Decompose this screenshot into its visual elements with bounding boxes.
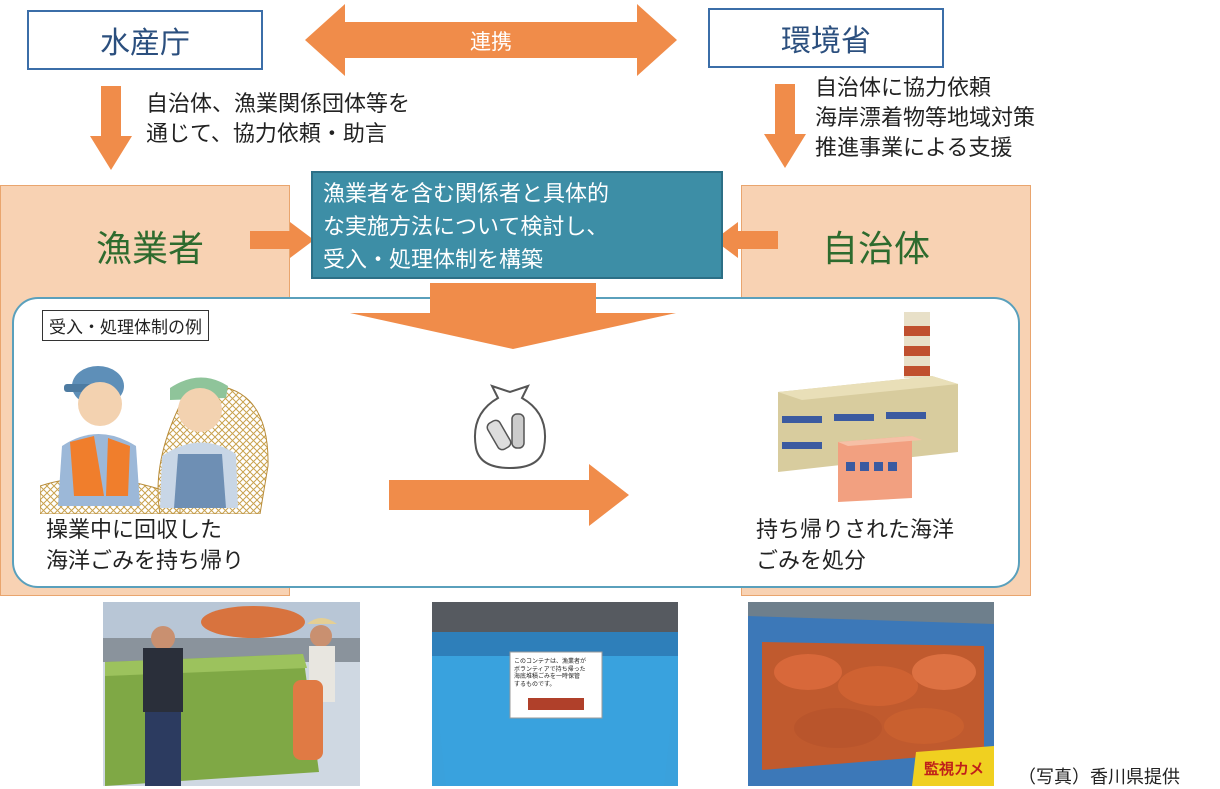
garbage-bag-icon bbox=[474, 384, 546, 470]
caption-fishers-bring-back: 操業中に回収した 海洋ごみを持ち帰り bbox=[46, 518, 245, 574]
factory-illustration bbox=[778, 312, 958, 502]
photo-blue-container: このコンテナは、漁業者が ボランティアで持ち帰った 海底堆積ごみを一時保管 する… bbox=[432, 602, 678, 786]
arrow-fishers-to-center bbox=[250, 222, 314, 258]
actor-municipality: 自治体 bbox=[822, 229, 931, 270]
actor-fishers: 漁業者 bbox=[96, 229, 205, 270]
agency-box-environment: 環境省 bbox=[708, 8, 944, 68]
down-arrow-right bbox=[764, 84, 806, 168]
note-environment-ministry: 自治体に協力依頼 海岸漂着物等地域対策 推進事業による支援 bbox=[815, 76, 1036, 161]
container-sign-text: このコンテナは、漁業者が ボランティアで持ち帰った 海底堆積ごみを一時保管 する… bbox=[514, 658, 587, 688]
agency-label-fisheries: 水産庁 bbox=[100, 26, 190, 61]
arrow-collection-to-disposal bbox=[389, 464, 629, 526]
coordination-label: 連携 bbox=[470, 30, 512, 54]
photo-workers-container bbox=[103, 602, 360, 786]
photo-debris-container: 監視カメ bbox=[748, 602, 994, 786]
agency-box-fisheries: 水産庁 bbox=[27, 10, 263, 70]
fishermen-illustration bbox=[40, 366, 269, 514]
center-box-consultation: 漁業者を含む関係者と具体的 な実施方法について検討し、 受入・処理体制を構築 bbox=[311, 171, 723, 279]
photo-credit: （写真）香川県提供 bbox=[1018, 767, 1180, 788]
agency-label-environment: 環境省 bbox=[781, 24, 871, 59]
caption-disposal: 持ち帰りされた海洋 ごみを処分 bbox=[756, 518, 955, 574]
camera-warning-sign: 監視カメ bbox=[924, 760, 985, 778]
note-fisheries-agency: 自治体、漁業関係団体等を 通じて、協力依頼・助言 bbox=[146, 92, 411, 147]
example-label: 受入・処理体制の例 bbox=[42, 310, 209, 341]
arrow-municipality-to-center bbox=[714, 222, 778, 258]
down-arrow-left bbox=[90, 86, 132, 170]
coordination-double-arrow bbox=[305, 4, 677, 76]
down-arrow-into-example bbox=[350, 283, 676, 349]
